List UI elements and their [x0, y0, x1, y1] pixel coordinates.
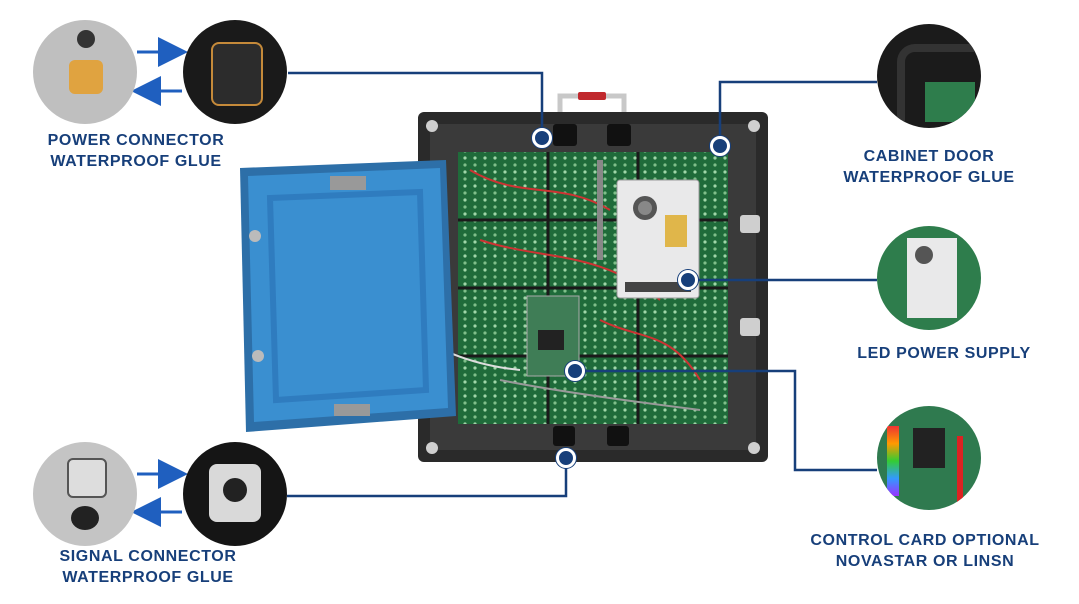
cabinet-door [240, 160, 456, 432]
led-power-supply-label-line1: LED POWER SUPPLY [857, 345, 1031, 362]
led-power-supply-label: LED POWER SUPPLY [830, 343, 1058, 364]
cabinet-door-marker [710, 136, 730, 156]
arrows [131, 37, 188, 527]
control-card-label-line1: CONTROL CARD OPTIONAL [810, 532, 1040, 549]
cabinet-door-label-line1: CABINET DOOR [863, 148, 995, 165]
signal-connector-open-photo [33, 442, 137, 546]
power-connector-marker [532, 128, 552, 148]
power-supply-unit [616, 179, 700, 299]
control-card-marker [565, 361, 585, 381]
leader-lines [287, 71, 877, 498]
power-supply-photo [877, 226, 981, 330]
signal-connector-label-line2: WATERPROOF GLUE [62, 569, 234, 586]
power-connector-closed-photo [183, 20, 287, 124]
power-connector-label-line2: WATERPROOF GLUE [50, 153, 222, 170]
signal-connector-label: SIGNAL CONNECTOR WATERPROOF GLUE [30, 546, 266, 588]
cabinet-door-label: CABINET DOOR WATERPROOF GLUE [822, 146, 1036, 188]
power-connector-label: POWER CONNECTOR WATERPROOF GLUE [18, 130, 254, 172]
power-connector-label-line1: POWER CONNECTOR [47, 132, 225, 149]
control-card-photo [877, 406, 981, 510]
signal-connector-marker [556, 448, 576, 468]
cabinet-door-label-line2: WATERPROOF GLUE [843, 169, 1015, 186]
power-supply-marker [678, 270, 698, 290]
signal-connector-closed-photo [183, 442, 287, 546]
power-connector-open-photo [33, 20, 137, 124]
control-card-label: CONTROL CARD OPTIONAL NOVASTAR OR LINSN [786, 530, 1064, 572]
signal-connector-label-line1: SIGNAL CONNECTOR [59, 548, 237, 565]
control-card-label-line2: NOVASTAR OR LINSN [835, 553, 1015, 570]
cabinet-door-seal-photo [877, 24, 981, 128]
